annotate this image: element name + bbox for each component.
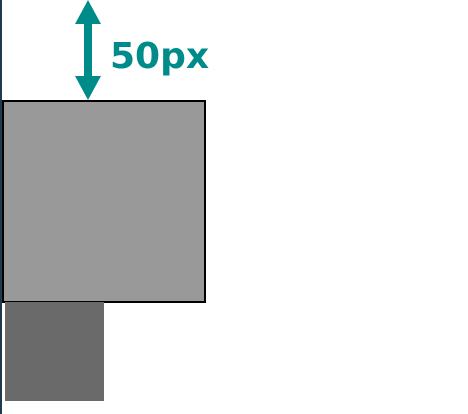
- arrow-shaft: [84, 20, 92, 80]
- double-arrow-icon: [75, 0, 101, 100]
- margin-measure-label: 50px: [110, 36, 210, 77]
- page-left-edge: [0, 0, 2, 414]
- outer-box: [2, 100, 206, 303]
- arrow-head-bottom: [75, 76, 101, 100]
- arrow-head-top: [75, 0, 101, 24]
- inner-box: [5, 302, 104, 401]
